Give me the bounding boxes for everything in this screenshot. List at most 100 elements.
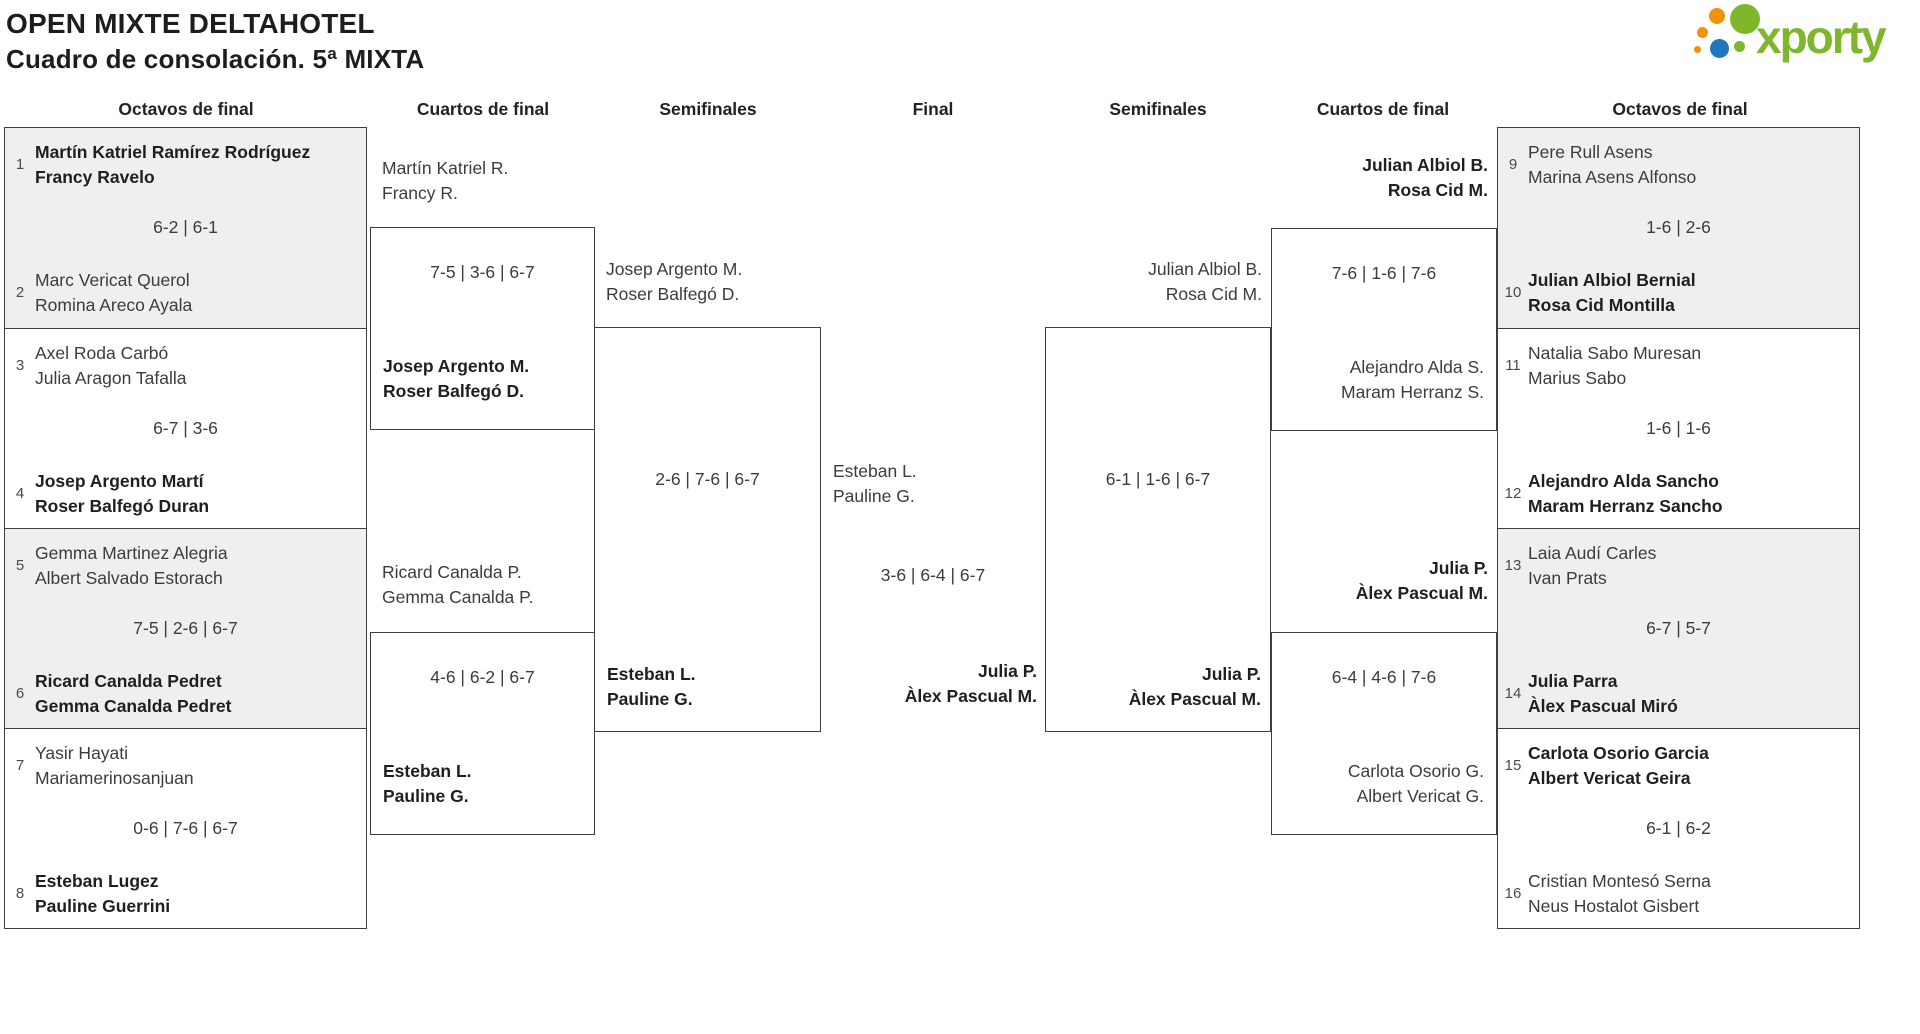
match-score: 6-1 | 6-2 xyxy=(1646,818,1711,838)
team-names: Yasir Hayati Mariamerinosanjuan xyxy=(35,741,194,791)
player-name: Rosa Cid Montilla xyxy=(1528,295,1675,315)
player-name: Neus Hostalot Gisbert xyxy=(1528,896,1700,916)
player-name: Àlex Pascual M. xyxy=(1128,689,1261,709)
match-score: 0-6 | 7-6 | 6-7 xyxy=(133,818,238,838)
team-entry: 1 Martín Katriel Ramírez Rodríguez Franc… xyxy=(5,140,366,190)
player-name: Axel Roda Carbó xyxy=(35,343,169,363)
round-header-octavos-right: Octavos de final xyxy=(1612,99,1748,119)
player-name: Francy Ravelo xyxy=(35,167,155,187)
qf-left-2-top-team: Ricard Canalda P. Gemma Canalda P. xyxy=(382,560,533,610)
qf-right-1-winner-team: Julian Albiol B. Rosa Cid M. xyxy=(1362,153,1488,203)
logo-dot-orange-small xyxy=(1697,27,1708,38)
round-header-semis-left: Semifinales xyxy=(659,99,757,119)
player-name: Julia P. xyxy=(977,661,1037,681)
player-name: Esteban Lugez xyxy=(35,871,159,891)
qf-right-1-box: 7-6 | 1-6 | 7-6 Alejandro Alda S. Maram … xyxy=(1271,228,1497,431)
seed-number: 7 xyxy=(15,757,25,774)
match-of-2: 3 Axel Roda Carbó Julia Aragon Tafalla 6… xyxy=(5,328,366,528)
match-of-5: 9 Pere Rull Asens Marina Asens Alfonso 1… xyxy=(1498,128,1859,328)
player-name: Albert Vericat Geira xyxy=(1528,768,1691,788)
logo-dot-green-small xyxy=(1734,41,1745,52)
seed-number: 12 xyxy=(1504,485,1522,502)
match-score: 7-5 | 2-6 | 6-7 xyxy=(133,618,238,638)
seed-number: 11 xyxy=(1505,357,1521,374)
xporty-logo: xporty xyxy=(1694,2,1920,68)
seed-number: 13 xyxy=(1504,557,1522,574)
player-name: Julia Parra xyxy=(1528,671,1618,691)
qf-right-1-bottom-team: Alejandro Alda S. Maram Herranz S. xyxy=(1341,355,1484,405)
player-name: Julian Albiol B. xyxy=(1362,155,1488,175)
player-name: Albert Salvado Estorach xyxy=(35,568,223,588)
player-name: Rosa Cid M. xyxy=(1165,284,1262,304)
team-entry: 5 Gemma Martinez Alegria Albert Salvado … xyxy=(5,541,366,591)
qf-left-2-winner-team: Esteban L. Pauline G. xyxy=(383,759,472,809)
match-of-3: 5 Gemma Martinez Alegria Albert Salvado … xyxy=(5,528,366,728)
sf-right-top-team: Julian Albiol B. Rosa Cid M. xyxy=(1148,257,1262,307)
team-names: Martín Katriel Ramírez Rodríguez Francy … xyxy=(35,140,310,190)
team-names: Esteban Lugez Pauline Guerrini xyxy=(35,869,170,919)
tournament-title: OPEN MIXTE DELTAHOTEL xyxy=(6,8,375,39)
sf-right-winner-team: Julia P. Àlex Pascual M. xyxy=(1129,662,1261,712)
match-score: 6-4 | 4-6 | 7-6 xyxy=(1331,667,1437,687)
sf-left-box: 2-6 | 7-6 | 6-7 Esteban L. Pauline G. xyxy=(594,327,821,732)
player-name: Carlota Osorio G. xyxy=(1347,761,1484,781)
team-names: Alejandro Alda Sancho Maram Herranz Sanc… xyxy=(1528,469,1723,519)
player-name: Alejandro Alda Sancho xyxy=(1528,471,1719,491)
team-names: Josep Argento Martí Roser Balfegó Duran xyxy=(35,469,209,519)
player-name: Esteban L. xyxy=(607,664,696,684)
sf-left-top-team: Josep Argento M. Roser Balfegó D. xyxy=(606,257,742,307)
match-score: 4-6 | 6-2 | 6-7 xyxy=(430,667,535,687)
player-name: Pauline G. xyxy=(833,486,915,506)
round-header-cuartos-right: Cuartos de final xyxy=(1316,99,1450,119)
player-name: Cristian Montesó Serna xyxy=(1528,871,1711,891)
player-name: Josep Argento M. xyxy=(606,259,743,279)
team-names: Cristian Montesó Serna Neus Hostalot Gis… xyxy=(1528,869,1711,919)
player-name: Gemma Canalda Pedret xyxy=(35,696,232,716)
sf-right-box: 6-1 | 1-6 | 6-7 Julia P. Àlex Pascual M. xyxy=(1045,327,1271,732)
player-name: Pauline G. xyxy=(383,786,469,806)
player-name: Rosa Cid M. xyxy=(1387,180,1488,200)
logo-dot-orange-medium xyxy=(1709,8,1725,24)
match-score: 6-1 | 1-6 | 6-7 xyxy=(1105,469,1211,489)
logo-dot-orange-tiny xyxy=(1694,46,1701,53)
player-name: Àlex Pascual M. xyxy=(904,686,1037,706)
seed-number: 4 xyxy=(15,485,25,502)
logo-dot-green-large xyxy=(1730,4,1760,34)
match-of-8: 15 Carlota Osorio Garcia Albert Vericat … xyxy=(1498,728,1859,928)
seed-number: 15 xyxy=(1504,757,1522,774)
seed-number: 1 xyxy=(15,156,25,173)
team-names: Julia Parra Àlex Pascual Miró xyxy=(1528,669,1678,719)
seed-number: 8 xyxy=(15,885,25,902)
player-name: Martín Katriel R. xyxy=(382,158,509,178)
team-names: Pere Rull Asens Marina Asens Alfonso xyxy=(1528,140,1696,190)
player-name: Josep Argento Martí xyxy=(35,471,204,491)
player-name: Albert Vericat G. xyxy=(1356,786,1484,806)
team-entry: 15 Carlota Osorio Garcia Albert Vericat … xyxy=(1498,741,1859,791)
player-name: Àlex Pascual M. xyxy=(1355,583,1488,603)
qf-left-1-box: 7-5 | 3-6 | 6-7 Josep Argento M. Roser B… xyxy=(370,227,595,430)
player-name: Mariamerinosanjuan xyxy=(35,768,194,788)
qf-left-1-top-team: Martín Katriel R. Francy R. xyxy=(382,156,508,206)
sf-left-winner-team: Esteban L. Pauline G. xyxy=(607,662,696,712)
bracket-subtitle: Cuadro de consolación. 5ª MIXTA xyxy=(6,44,425,74)
qf-left-2-box: 4-6 | 6-2 | 6-7 Esteban L. Pauline G. xyxy=(370,632,595,835)
final-score: 3-6 | 6-4 | 6-7 xyxy=(880,565,986,585)
seed-number: 10 xyxy=(1504,284,1522,301)
qf-right-2-bottom-team: Carlota Osorio G. Albert Vericat G. xyxy=(1348,759,1484,809)
team-entry: 6 Ricard Canalda Pedret Gemma Canalda Pe… xyxy=(5,669,366,719)
team-entry: 2 Marc Vericat Querol Romina Areco Ayala xyxy=(5,268,366,318)
player-name: Pere Rull Asens xyxy=(1528,142,1653,162)
final-top-team: Esteban L. Pauline G. xyxy=(833,459,917,509)
player-name: Laia Audí Carles xyxy=(1528,543,1657,563)
round-header-final: Final xyxy=(912,99,954,119)
match-of-1: 1 Martín Katriel Ramírez Rodríguez Franc… xyxy=(5,128,366,328)
player-name: Alejandro Alda S. xyxy=(1349,357,1484,377)
qf-right-2-box: 6-4 | 4-6 | 7-6 Carlota Osorio G. Albert… xyxy=(1271,632,1497,835)
player-name: Julia P. xyxy=(1428,558,1488,578)
team-entry: 9 Pere Rull Asens Marina Asens Alfonso xyxy=(1498,140,1859,190)
player-name: Roser Balfegó D. xyxy=(383,381,524,401)
logo-dot-blue xyxy=(1710,39,1729,58)
round-header-cuartos-left: Cuartos de final xyxy=(416,99,550,119)
team-names: Axel Roda Carbó Julia Aragon Tafalla xyxy=(35,341,186,391)
